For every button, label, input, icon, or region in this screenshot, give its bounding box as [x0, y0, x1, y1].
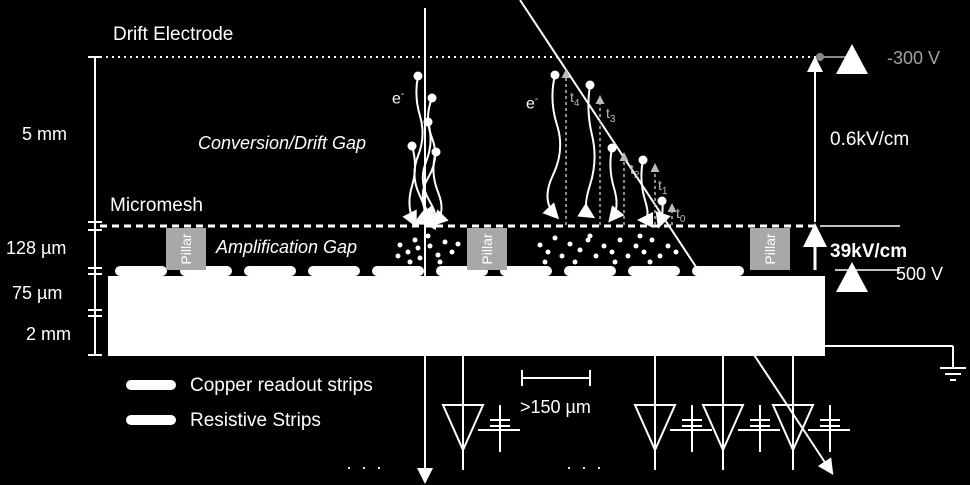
legend-resistive-label: Resistive Strips [190, 410, 321, 431]
inclined-track [519, 0, 834, 476]
timing-arrows [561, 69, 677, 225]
ground-symbol [825, 345, 966, 381]
legend-copper-label: Copper readout strips [190, 375, 373, 396]
hv-drift-triangle [836, 44, 868, 74]
amp-field-label: 39kV/cm [830, 241, 908, 262]
pillar-right: Pillar [750, 228, 790, 270]
avalanche-cloud [395, 233, 679, 265]
dim-amplification-label: 128 µm [6, 238, 67, 258]
pillar-middle: Pillar [467, 228, 507, 270]
mesh-voltage-label: 500 V [896, 264, 944, 284]
dim-resistive-label: 75 µm [12, 283, 63, 303]
ellipsis-left: · · · [346, 457, 384, 477]
pillar-left: Pillar [166, 228, 206, 270]
readout-strips [115, 266, 744, 276]
amplification-gap-label: Amplification Gap [216, 237, 358, 257]
pitch-bracket [521, 370, 591, 386]
preamplifiers [441, 356, 850, 470]
dimension-bar [88, 56, 102, 356]
electron-label-2: e- [526, 94, 539, 113]
dim-drift-label: 5 mm [22, 124, 67, 144]
time-label-t1: t1 [658, 177, 668, 197]
time-label-t3: t3 [606, 105, 616, 125]
hv-mesh-triangle [836, 262, 868, 292]
pillar-label: Pillar [178, 233, 194, 265]
electron-drift-inclined [542, 74, 671, 229]
dim-substrate-label: 2 mm [26, 324, 71, 344]
time-label-t2: t2 [630, 161, 640, 181]
time-label-t0: t0 [676, 205, 686, 225]
pillar-label: Pillar [479, 233, 495, 265]
time-label-t4: t4 [570, 89, 580, 109]
pillar-label: Pillar [762, 233, 778, 265]
legend-copper-swatch [126, 380, 176, 390]
legend-resistive-swatch [126, 415, 176, 425]
pcb-substrate [108, 276, 825, 356]
micromesh-label: Micromesh [110, 195, 203, 216]
conversion-gap-label: Conversion/Drift Gap [198, 133, 367, 153]
drift-voltage-label: -300 V [887, 48, 941, 68]
strip-pitch-label: >150 µm [520, 397, 591, 417]
drift-electrode-label: Drift Electrode [113, 24, 234, 45]
electron-label-1: e- [392, 89, 405, 108]
drift-field-label: 0.6kV/cm [830, 129, 910, 150]
ellipsis-right: · · · [566, 457, 604, 477]
